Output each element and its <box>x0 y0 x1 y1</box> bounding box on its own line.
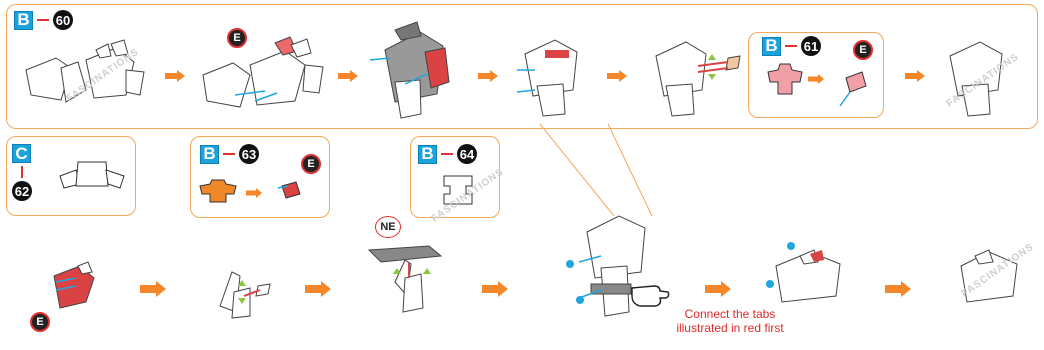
arrow-right-icon <box>885 281 911 297</box>
arrow-right-icon <box>305 281 331 297</box>
model-step-4 <box>516 39 578 117</box>
blue-dot <box>566 260 574 268</box>
part-letter: B <box>14 10 33 30</box>
part-e-marker: E <box>227 28 247 48</box>
tag-dash <box>441 153 453 155</box>
part-63-folded <box>277 181 301 199</box>
arrow-right-icon <box>246 188 262 198</box>
part-number: 62 <box>12 181 32 201</box>
part-e-marker: E <box>853 40 873 60</box>
step-tag-b60: B 60 <box>14 10 73 30</box>
part-letter: B <box>200 144 219 164</box>
arrow-right-icon <box>705 281 731 297</box>
step-tag-b64: B 64 <box>418 144 477 164</box>
arrow-right-icon <box>478 70 498 82</box>
arrow-right-icon <box>905 70 925 82</box>
part-e-marker: E <box>301 154 321 174</box>
model-step-1 <box>25 39 145 103</box>
step-tag-c62: C 62 <box>12 144 36 201</box>
part-61-folded <box>839 71 867 107</box>
part-letter: B <box>762 36 781 56</box>
model-step-7 <box>53 261 95 309</box>
part-64-flat <box>443 175 473 205</box>
model-step-11 <box>775 249 841 303</box>
arrow-right-icon <box>165 70 185 82</box>
part-61-flat <box>767 63 803 95</box>
model-step-2 <box>202 36 324 108</box>
blue-dot <box>576 296 584 304</box>
part-number: 61 <box>801 36 821 56</box>
model-step-10 <box>578 215 646 317</box>
part-number: 60 <box>53 10 73 30</box>
blue-dot <box>787 242 795 250</box>
part-number: 63 <box>239 144 259 164</box>
model-step-3 <box>369 21 450 119</box>
arrow-right-icon <box>607 70 627 82</box>
callout-lines <box>539 123 653 217</box>
model-step-5 <box>655 41 741 117</box>
part-63-flat <box>199 179 237 203</box>
ne-marker: NE <box>375 216 401 238</box>
tag-dash <box>21 166 23 178</box>
step-tag-b61: B 61 <box>762 36 821 56</box>
arrow-right-icon <box>140 281 166 297</box>
blue-dot <box>766 280 774 288</box>
arrow-right-icon <box>482 281 508 297</box>
pointing-hand-icon <box>631 285 670 307</box>
arrow-right-icon <box>338 70 358 82</box>
tag-dash <box>37 19 49 21</box>
tag-dash <box>785 45 797 47</box>
part-e-marker: E <box>30 312 50 332</box>
step-tag-b63: B 63 <box>200 144 259 164</box>
instruction-note: Connect the tabs illustrated in red firs… <box>676 307 784 335</box>
part-letter: C <box>12 144 31 163</box>
tag-dash <box>223 153 235 155</box>
part-letter: B <box>418 144 437 164</box>
arrow-right-icon <box>808 74 824 84</box>
model-step-12 <box>960 249 1018 303</box>
part-number: 64 <box>457 144 477 164</box>
part-62-flat <box>59 161 125 189</box>
model-step-9 <box>367 245 443 313</box>
model-step-8 <box>219 271 271 319</box>
model-step-6 <box>949 41 1003 117</box>
